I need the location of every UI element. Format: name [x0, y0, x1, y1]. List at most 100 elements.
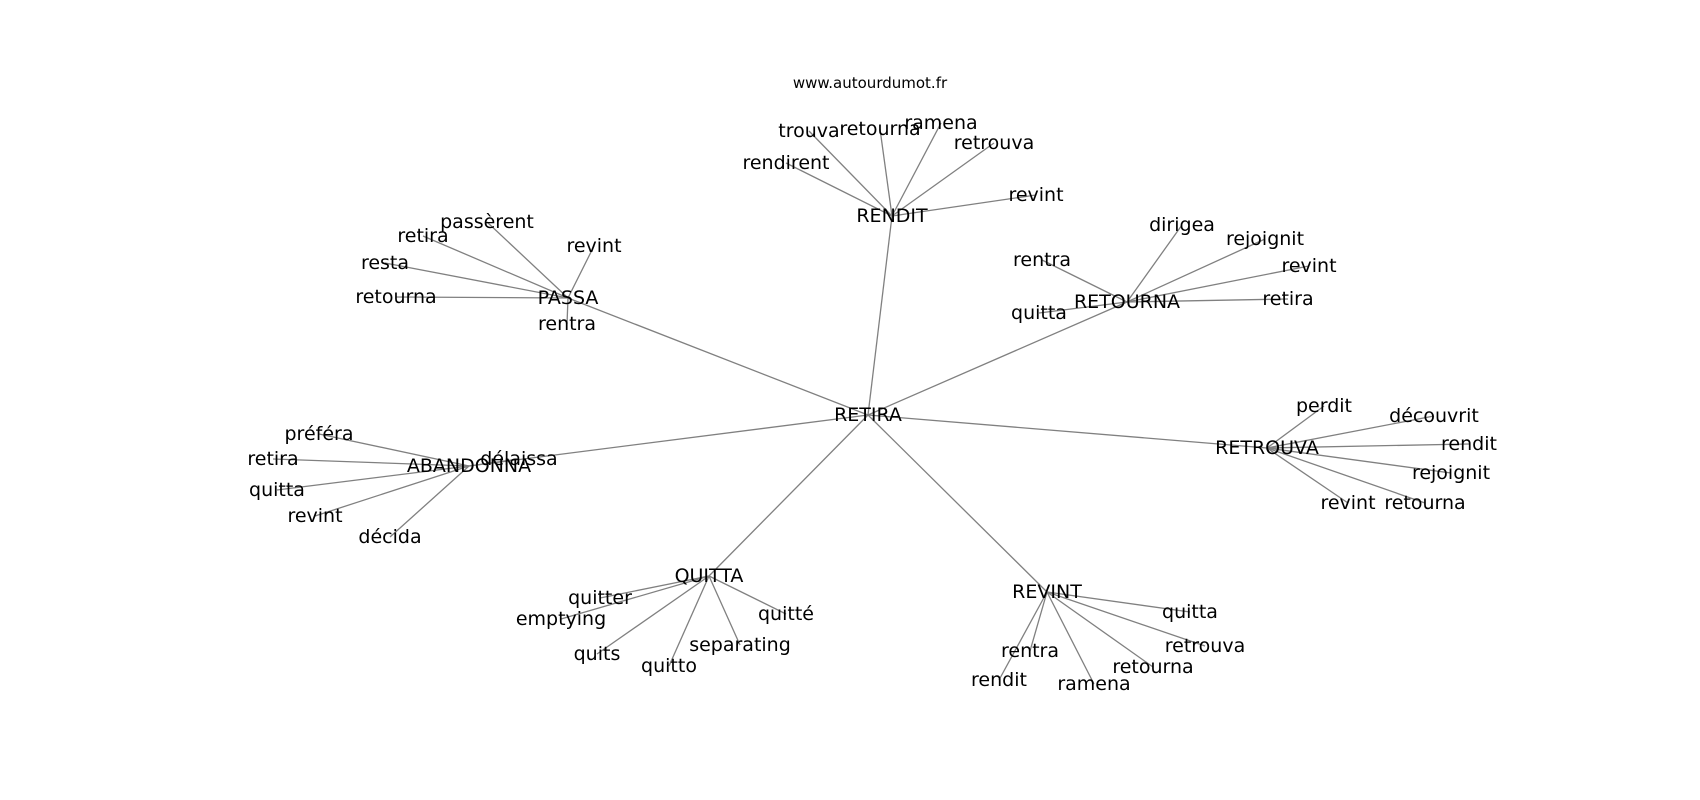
edge-rendit-leaf	[891, 122, 942, 217]
hub-node-quitta[interactable]: QUITTA	[675, 565, 744, 587]
hub-node-revint[interactable]: REVINT	[1012, 581, 1082, 603]
hub-node-abandonna[interactable]: ABANDONNA	[407, 455, 531, 477]
hub-node-passa[interactable]: PASSA	[538, 287, 599, 309]
edge-root-revint	[867, 414, 1048, 593]
leaf-node[interactable]: ramena	[1057, 673, 1130, 695]
edge-retourna-leaf	[1038, 301, 1128, 314]
site-url[interactable]: www.autourdumot.fr	[793, 74, 948, 92]
edge-retourna-leaf	[1041, 259, 1128, 303]
edge-rendit-leaf	[808, 130, 893, 217]
leaf-node[interactable]: revint	[566, 235, 621, 257]
edge-quitta-leaf	[708, 575, 741, 646]
edge-revint-leaf	[1046, 591, 1095, 685]
edge-retrouva-leaf	[1266, 447, 1452, 474]
leaf-node[interactable]: separating	[689, 634, 791, 656]
leaf-node[interactable]: rentra	[1013, 249, 1071, 271]
leaf-node[interactable]: quitto	[641, 655, 697, 677]
leaf-node[interactable]: revint	[287, 505, 342, 527]
leaf-node[interactable]: rejoignit	[1412, 462, 1490, 484]
leaf-node[interactable]: retira	[247, 448, 298, 470]
leaf-node[interactable]: rendit	[1441, 433, 1497, 455]
edge-abandonna-leaf	[318, 433, 470, 467]
leaf-node[interactable]: quitté	[758, 603, 814, 625]
edge-passa-leaf	[384, 262, 569, 299]
edge-passa-leaf	[486, 221, 569, 299]
leaf-node[interactable]: rentra	[538, 313, 596, 335]
leaf-node[interactable]: trouva	[778, 120, 839, 142]
leaf-node[interactable]: décida	[358, 526, 421, 548]
leaf-node[interactable]: retrouva	[954, 132, 1034, 154]
edge-retrouva-leaf	[1266, 447, 1426, 504]
edge-root-quitta	[708, 414, 869, 577]
edge-retrouva-leaf	[1266, 443, 1470, 449]
leaf-node[interactable]: perdit	[1296, 395, 1352, 417]
edge-retourna-leaf	[1126, 238, 1266, 303]
edge-root-retrouva	[867, 414, 1268, 449]
leaf-node[interactable]: retourna	[839, 118, 920, 140]
leaf-node[interactable]: rejoignit	[1226, 228, 1304, 250]
leaf-node[interactable]: rentra	[1001, 640, 1059, 662]
leaf-node[interactable]: passèrent	[440, 211, 534, 233]
edge-passa-leaf	[395, 296, 569, 299]
leaf-node[interactable]: retourna	[1112, 656, 1193, 678]
edge-retourna-leaf	[1126, 298, 1289, 303]
edge-abandonna-leaf	[276, 465, 470, 491]
leaf-node[interactable]: préféra	[285, 423, 354, 445]
edge-retourna-leaf	[1126, 224, 1183, 303]
edge-retrouva-leaf	[1266, 447, 1349, 504]
edge-quitta-leaf	[599, 575, 710, 599]
edge-rendit-leaf	[891, 194, 1037, 217]
edge-revint-leaf	[1046, 591, 1206, 647]
leaf-node[interactable]: dirigea	[1149, 214, 1215, 236]
edge-passa-leaf	[422, 235, 569, 299]
leaf-node[interactable]: resta	[361, 252, 409, 274]
root-node[interactable]: RETIRA	[834, 404, 902, 426]
edge-passa-leaf	[566, 297, 569, 325]
hub-node-rendit[interactable]: RENDIT	[856, 205, 928, 227]
edge-abandonna-leaf	[468, 458, 520, 467]
edge-abandonna-leaf	[272, 458, 470, 467]
edge-quitta-leaf	[708, 575, 787, 615]
graph-edges	[272, 122, 1470, 685]
leaf-node[interactable]: emptying	[516, 608, 606, 630]
edge-root-rendit	[867, 215, 893, 416]
leaf-node[interactable]: quits	[574, 643, 621, 665]
edge-rendit-leaf	[785, 162, 893, 217]
leaf-node[interactable]: découvrit	[1389, 405, 1479, 427]
leaf-node[interactable]: retourna	[355, 286, 436, 308]
leaf-node[interactable]: revint	[1008, 184, 1063, 206]
leaf-node[interactable]: ramena	[904, 112, 977, 134]
edge-quitta-leaf	[668, 575, 710, 667]
hub-node-retrouva[interactable]: RETROUVA	[1215, 437, 1319, 459]
leaf-node[interactable]: quitter	[568, 587, 632, 609]
edge-rendit-leaf	[891, 142, 995, 217]
leaf-node[interactable]: revint	[1281, 255, 1336, 277]
edge-root-passa	[567, 297, 869, 416]
leaf-node[interactable]: rendit	[971, 669, 1027, 691]
leaf-node[interactable]: quitta	[1162, 601, 1218, 623]
edge-retrouva-leaf	[1266, 405, 1325, 449]
leaf-node[interactable]: retrouva	[1165, 635, 1245, 657]
hub-node-retourna[interactable]: RETOURNA	[1074, 291, 1180, 313]
leaf-node[interactable]: délaissa	[480, 448, 557, 470]
leaf-node[interactable]: rendirent	[742, 152, 829, 174]
leaf-node[interactable]: retourna	[1384, 492, 1465, 514]
edge-rendit-leaf	[879, 128, 893, 217]
edge-quitta-leaf	[596, 575, 710, 655]
edge-root-abandonna	[468, 414, 869, 467]
edge-revint-leaf	[1029, 591, 1048, 652]
edge-retourna-leaf	[1126, 265, 1310, 303]
edge-retrouva-leaf	[1266, 415, 1435, 449]
edge-passa-leaf	[567, 245, 595, 299]
leaf-node[interactable]: retira	[1262, 288, 1313, 310]
edge-root-retourna	[867, 301, 1128, 416]
leaf-node[interactable]: retira	[397, 225, 448, 247]
leaf-node[interactable]: revint	[1320, 492, 1375, 514]
edge-revint-leaf	[1046, 591, 1191, 613]
leaf-node[interactable]: quitta	[1011, 302, 1067, 324]
leaf-node[interactable]: quitta	[249, 479, 305, 501]
edge-revint-leaf	[1046, 591, 1154, 668]
edge-revint-leaf	[998, 591, 1048, 681]
